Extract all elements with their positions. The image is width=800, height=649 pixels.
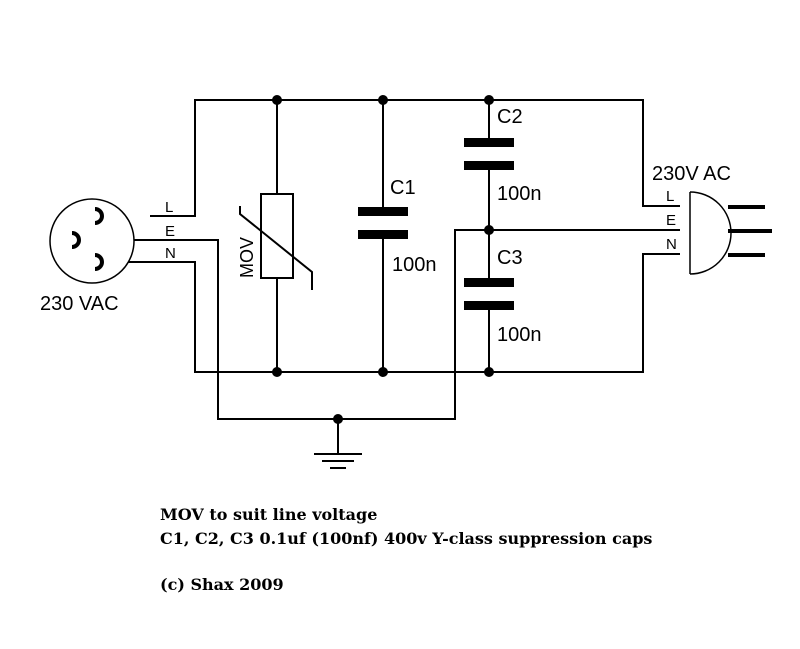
junction-dot: [333, 414, 343, 424]
junction-dot: [484, 367, 494, 377]
input-pin-n-label: N: [165, 245, 176, 262]
mov-label: MOV: [237, 237, 257, 278]
c1-plate-top: [358, 207, 408, 216]
output-pin-n-label: N: [666, 236, 677, 253]
capacitors: [358, 138, 514, 310]
notes-block: MOV to suit line voltage C1, C2, C3 0.1u…: [160, 503, 652, 597]
junction-dot: [378, 95, 388, 105]
note-capacitors: C1, C2, C3 0.1uf (100nf) 400v Y-class su…: [160, 529, 653, 548]
c3-plate-top: [464, 278, 514, 287]
c2-plate-top: [464, 138, 514, 147]
notes-spacer: [160, 551, 652, 573]
c2-plate-bottom: [464, 161, 514, 170]
junction-dot: [484, 95, 494, 105]
socket-contact-earth: [71, 231, 81, 249]
junction-dot: [272, 367, 282, 377]
live-wire: [150, 99, 680, 217]
socket-contact-live: [94, 207, 104, 225]
ground-symbol: [314, 453, 362, 469]
input-source-label: 230 VAC: [40, 293, 119, 315]
output-outlet-label: 230V AC: [652, 163, 731, 185]
mov-varistor: [239, 193, 313, 290]
note-copyright: (c) Shax 2009: [160, 575, 284, 594]
output-plug-body: [689, 191, 732, 275]
mov-body: [260, 193, 294, 279]
input-pin-e-label: E: [165, 223, 175, 240]
c2-name-label: C2: [497, 106, 523, 128]
output-pin-l-label: L: [666, 188, 674, 205]
c1-value-label: 100n: [392, 254, 437, 276]
wires: [80, 99, 680, 454]
c2-value-label: 100n: [497, 183, 542, 205]
output-pin-e-label: E: [666, 212, 676, 229]
c3-name-label: C3: [497, 247, 523, 269]
c3-value-label: 100n: [497, 324, 542, 346]
junction-dot: [484, 225, 494, 235]
output-plug: [689, 191, 772, 275]
junction-dot: [272, 95, 282, 105]
input-socket-outline: [49, 198, 135, 284]
mov-slash: [239, 206, 313, 290]
input-pin-l-label: L: [165, 199, 173, 216]
neutral-wire: [115, 253, 680, 373]
junctions: [272, 95, 494, 424]
c1-plate-bottom: [358, 230, 408, 239]
junction-dot: [378, 367, 388, 377]
note-mov: MOV to suit line voltage: [160, 505, 378, 524]
socket-contact-neutral: [94, 253, 104, 271]
input-socket: [49, 198, 135, 284]
c1-name-label: C1: [390, 177, 416, 199]
c3-plate-bottom: [464, 301, 514, 310]
